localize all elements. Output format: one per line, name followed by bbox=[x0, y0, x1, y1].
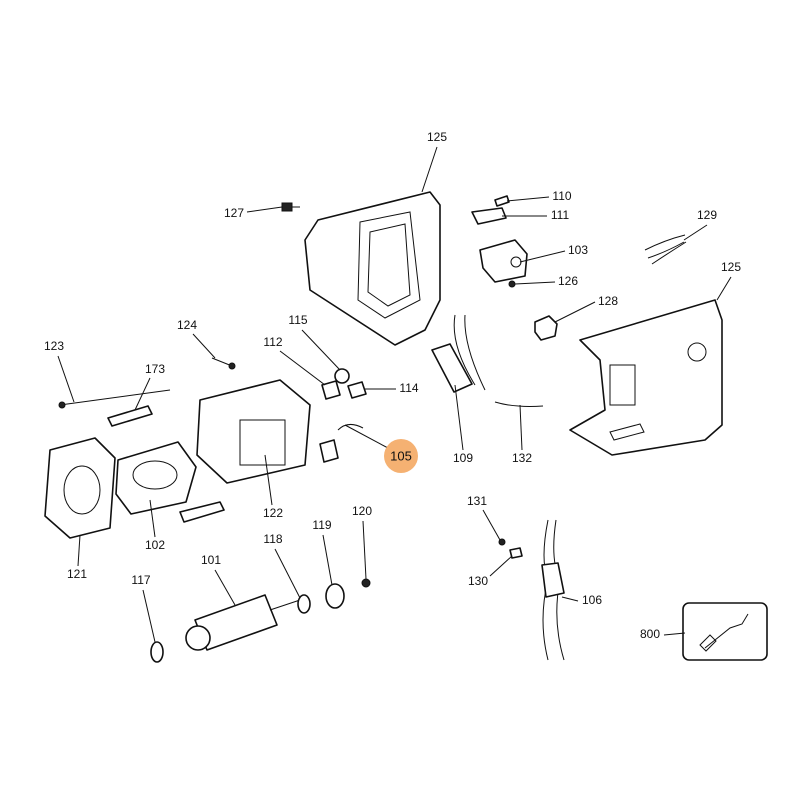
callout-115[interactable]: 115 bbox=[288, 313, 307, 327]
callout-118[interactable]: 118 bbox=[263, 532, 282, 546]
part-121-end-cap[interactable] bbox=[44, 437, 116, 539]
callout-120[interactable]: 120 bbox=[352, 504, 372, 518]
part-105-capacitor[interactable] bbox=[319, 424, 364, 463]
part-125-housing-left[interactable] bbox=[304, 191, 441, 346]
callout-800[interactable]: 800 bbox=[640, 627, 660, 641]
part-125-housing-right[interactable] bbox=[569, 299, 723, 456]
callout-103[interactable]: 103 bbox=[568, 243, 588, 257]
callout-119[interactable]: 119 bbox=[312, 518, 331, 532]
part-119-bearing[interactable] bbox=[325, 583, 345, 609]
part-118-bearing[interactable] bbox=[297, 594, 311, 614]
callout-127[interactable]: 127 bbox=[224, 206, 244, 220]
callout-106[interactable]: 106 bbox=[582, 593, 602, 607]
part-173-bracket[interactable] bbox=[107, 405, 153, 427]
callout-114[interactable]: 114 bbox=[399, 381, 418, 395]
callout-130[interactable]: 130 bbox=[468, 574, 488, 588]
part-132-wire[interactable] bbox=[494, 401, 544, 407]
part-115-brush-spring[interactable] bbox=[334, 368, 350, 384]
part-112-brush-holder[interactable] bbox=[321, 380, 341, 400]
callout-121[interactable]: 121 bbox=[67, 567, 87, 581]
callout-117[interactable]: 117 bbox=[131, 573, 150, 587]
part-109-wire-harness[interactable] bbox=[431, 314, 486, 393]
part-129-cable-clip[interactable] bbox=[644, 234, 687, 265]
part-120-screw[interactable] bbox=[361, 578, 371, 588]
callout-123[interactable]: 123 bbox=[44, 339, 64, 353]
part-110-pin[interactable] bbox=[494, 195, 510, 207]
part-128-bushing[interactable] bbox=[534, 315, 558, 341]
callout-125[interactable]: 125 bbox=[427, 130, 447, 144]
part-114-brush-holder[interactable] bbox=[347, 381, 367, 399]
callout-128[interactable]: 128 bbox=[598, 294, 618, 308]
part-123-long-screw[interactable] bbox=[58, 389, 171, 409]
part-131-screw[interactable] bbox=[498, 538, 506, 546]
highlight-circle-105[interactable] bbox=[384, 439, 418, 473]
part-126-screw[interactable] bbox=[508, 280, 516, 288]
callout-124[interactable]: 124 bbox=[177, 318, 197, 332]
part-102-field-coil[interactable] bbox=[115, 441, 197, 515]
callout-102[interactable]: 102 bbox=[145, 538, 165, 552]
part-122-motor-housing[interactable] bbox=[196, 379, 311, 484]
callout-101[interactable]: 101 bbox=[201, 553, 221, 567]
part-124-screw[interactable] bbox=[211, 357, 236, 370]
callout-105[interactable]: 105 bbox=[390, 448, 412, 463]
part-127-screw[interactable] bbox=[281, 202, 300, 212]
callout-129[interactable]: 129 bbox=[697, 208, 717, 222]
callout-132[interactable]: 132 bbox=[512, 451, 532, 465]
part-bracket-lower[interactable] bbox=[179, 501, 225, 523]
callout-122[interactable]: 122 bbox=[263, 506, 283, 520]
part-130-cord-clamp[interactable] bbox=[509, 547, 523, 559]
part-111-trigger-lock[interactable] bbox=[471, 207, 507, 225]
part-800-kit-box[interactable] bbox=[682, 602, 768, 661]
leader-lines bbox=[57, 146, 732, 643]
callout-131[interactable]: 131 bbox=[467, 494, 487, 508]
callout-173[interactable]: 173 bbox=[145, 362, 165, 376]
callout-126[interactable]: 126 bbox=[558, 274, 578, 288]
callout-110[interactable]: 110 bbox=[552, 189, 571, 203]
part-106-power-cord[interactable] bbox=[541, 519, 565, 661]
part-103-switch[interactable] bbox=[479, 239, 528, 283]
callout-125-right[interactable]: 125 bbox=[721, 260, 741, 274]
part-117-bearing[interactable] bbox=[150, 641, 164, 663]
callout-109[interactable]: 109 bbox=[453, 451, 473, 465]
callout-111[interactable]: 111 bbox=[551, 208, 570, 222]
part-101-armature[interactable] bbox=[185, 594, 301, 651]
callout-112[interactable]: 112 bbox=[263, 335, 282, 349]
